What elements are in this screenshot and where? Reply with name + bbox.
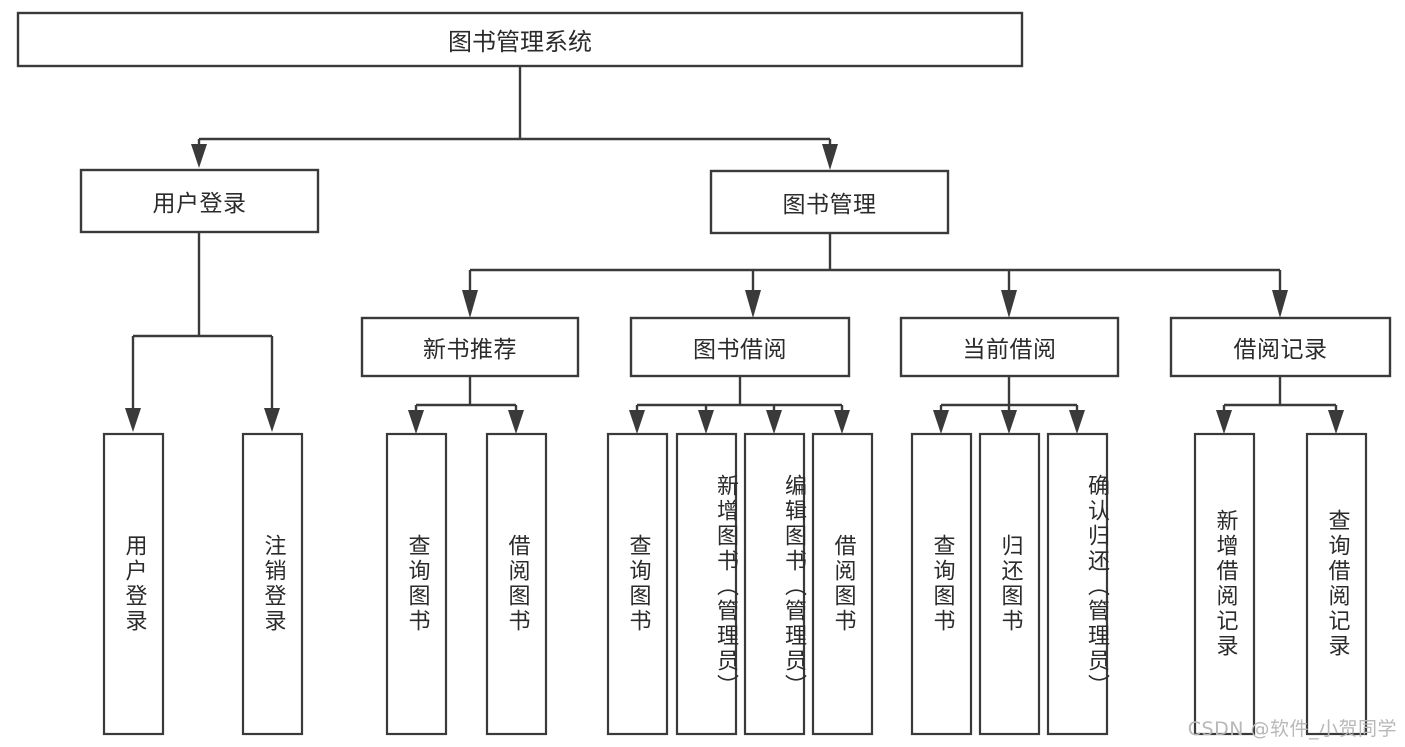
node-box-book-borrow[interactable]: [629, 316, 851, 378]
arrowhead-bookborrow-leaf-2: [698, 410, 714, 434]
arrowhead-level3-4: [1272, 290, 1288, 318]
leaf-box-borrow-record-0[interactable]: [1193, 432, 1256, 736]
leaf-box-book-borrow-3[interactable]: [811, 432, 874, 736]
arrowhead-currentborrow-leaf-2: [1001, 410, 1017, 434]
arrowhead-newbook-leaf-2: [508, 410, 524, 434]
arrowhead-currentborrow-leaf-1: [933, 410, 949, 434]
arrowhead-bookborrow-leaf-4: [834, 410, 850, 434]
leaf-box-user-login-1[interactable]: [241, 432, 304, 736]
leaf-box-book-borrow-2[interactable]: [743, 432, 806, 736]
arrowhead-borrowrecord-leaf-1: [1216, 410, 1232, 434]
arrowhead-borrowrecord-leaf-2: [1328, 410, 1344, 434]
node-box-book-manage[interactable]: [709, 169, 950, 235]
node-box-borrow-record[interactable]: [1169, 316, 1392, 378]
arrowhead-newbook-leaf-1: [408, 410, 424, 434]
arrowhead-level3-2: [745, 290, 761, 318]
leaf-box-current-borrow-2[interactable]: [1046, 432, 1109, 736]
node-box-current-borrow[interactable]: [899, 316, 1120, 378]
leaf-box-borrow-record-1[interactable]: [1305, 432, 1368, 736]
leaf-box-new-book-1[interactable]: [485, 432, 548, 736]
leaf-box-new-book-0[interactable]: [385, 432, 448, 736]
arrowhead-level3-3: [1001, 290, 1017, 318]
node-box-user-login[interactable]: [79, 168, 320, 234]
arrowhead-bookborrow-leaf-3: [766, 410, 782, 434]
arrowhead-level3-1: [462, 290, 478, 318]
node-box-new-book-recommend[interactable]: [360, 316, 580, 378]
arrowhead-currentborrow-leaf-3: [1069, 410, 1085, 434]
leaf-box-book-borrow-0[interactable]: [606, 432, 669, 736]
arrowhead-userlogin-leaf-1: [125, 408, 141, 432]
leaf-box-user-login-0[interactable]: [102, 432, 165, 736]
leaf-box-current-borrow-1[interactable]: [978, 432, 1041, 736]
arrowhead-userlogin-leaf-2: [264, 408, 280, 432]
leaf-box-book-borrow-1[interactable]: [675, 432, 738, 736]
arrowhead-level2-1: [191, 144, 207, 168]
arrowhead-level2-2: [822, 144, 838, 170]
leaf-box-current-borrow-0[interactable]: [910, 432, 973, 736]
arrowhead-bookborrow-leaf-1: [629, 410, 645, 434]
node-box-root[interactable]: [16, 11, 1024, 68]
